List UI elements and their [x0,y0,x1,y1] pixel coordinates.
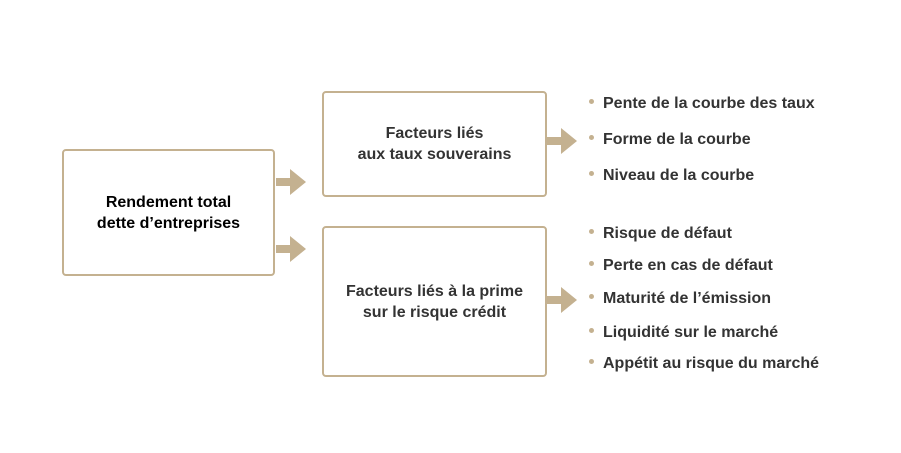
bullet-icon [589,294,594,300]
list-item: Forme de la courbe [589,131,751,149]
bullet-icon [589,261,594,267]
node-total-yield: Rendement total dette d’entreprises [62,149,275,276]
list-item: Risque de défaut [589,225,732,243]
bullet-icon [589,229,594,235]
list-item: Niveau de la courbe [589,167,754,185]
bullet-icon [589,135,594,141]
arrow-right-icon [276,169,306,195]
list-item: Appétit au risque du marché [589,355,819,373]
bullet-icon [589,359,594,365]
arrow-right-icon [547,287,577,313]
bullet-icon [589,328,594,334]
bullet-icon [589,171,594,177]
list-item: Liquidité sur le marché [589,324,778,342]
list-item: Maturité de l’émission [589,290,771,308]
bullet-icon [589,99,594,105]
node-credit-factors: Facteurs liés à la prime sur le risque c… [322,226,547,377]
list-item: Pente de la courbe des taux [589,95,815,113]
node-total-yield-label: Rendement total dette d’entreprises [96,193,241,232]
node-credit-factors-label: Facteurs liés à la prime sur le risque c… [346,282,523,321]
node-sovereign-factors: Facteurs liés aux taux souverains [322,91,547,197]
list-item: Perte en cas de défaut [589,257,773,275]
node-sovereign-factors-label: Facteurs liés aux taux souverains [357,125,512,163]
arrow-right-icon [276,236,306,262]
arrow-right-icon [547,128,577,154]
